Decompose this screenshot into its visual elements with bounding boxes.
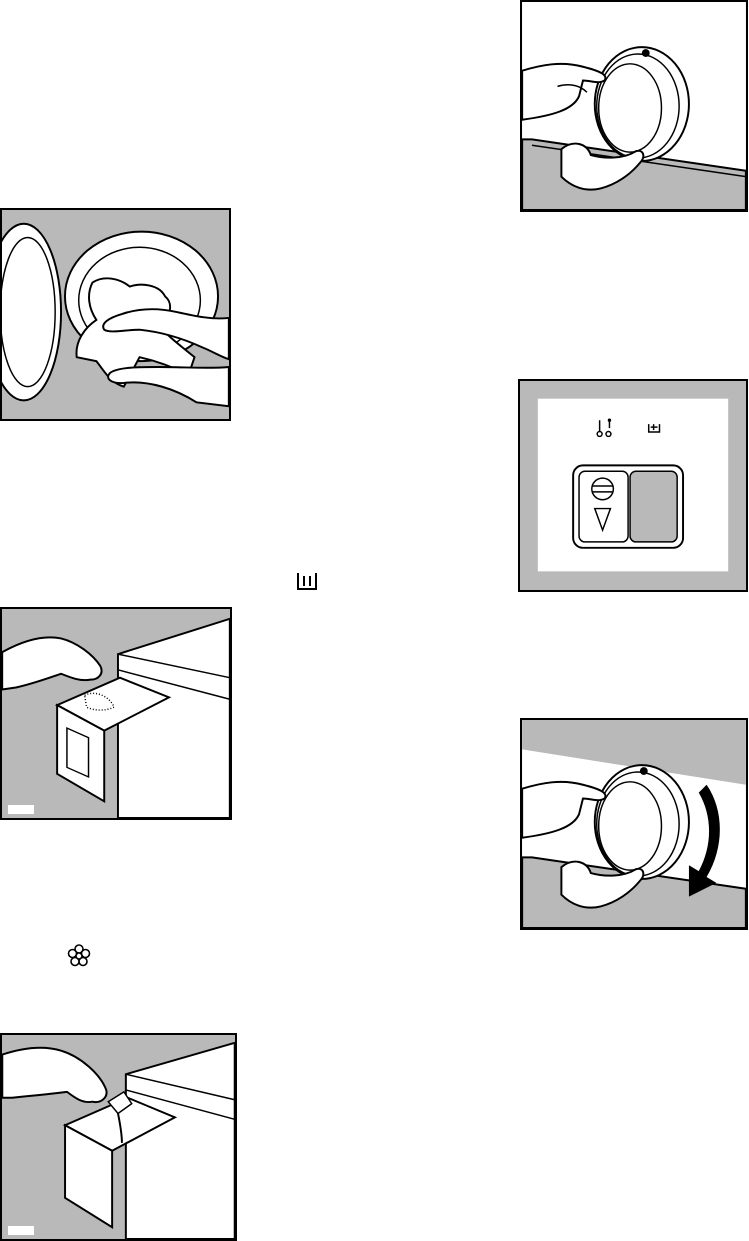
illustration-open-door — [520, 0, 748, 212]
load-laundry-drawing — [2, 210, 229, 419]
illustration-pour-powder — [0, 607, 232, 820]
main-wash-symbol-icon — [296, 571, 318, 591]
pour-softener-drawing — [2, 1035, 235, 1239]
dispenser-panel-drawing — [520, 381, 746, 590]
pour-powder-drawing — [2, 609, 230, 818]
turn-knob-drawing — [522, 720, 746, 928]
illustration-pour-softener — [0, 1033, 237, 1241]
softener-flower-icon — [67, 944, 91, 968]
open-door-drawing — [522, 2, 746, 210]
figure-code-box — [8, 805, 34, 814]
illustration-turn-knob — [520, 718, 748, 930]
illustration-dispenser-panel — [518, 379, 748, 592]
illustration-load-laundry — [0, 208, 231, 421]
figure-code-box — [8, 1226, 34, 1235]
